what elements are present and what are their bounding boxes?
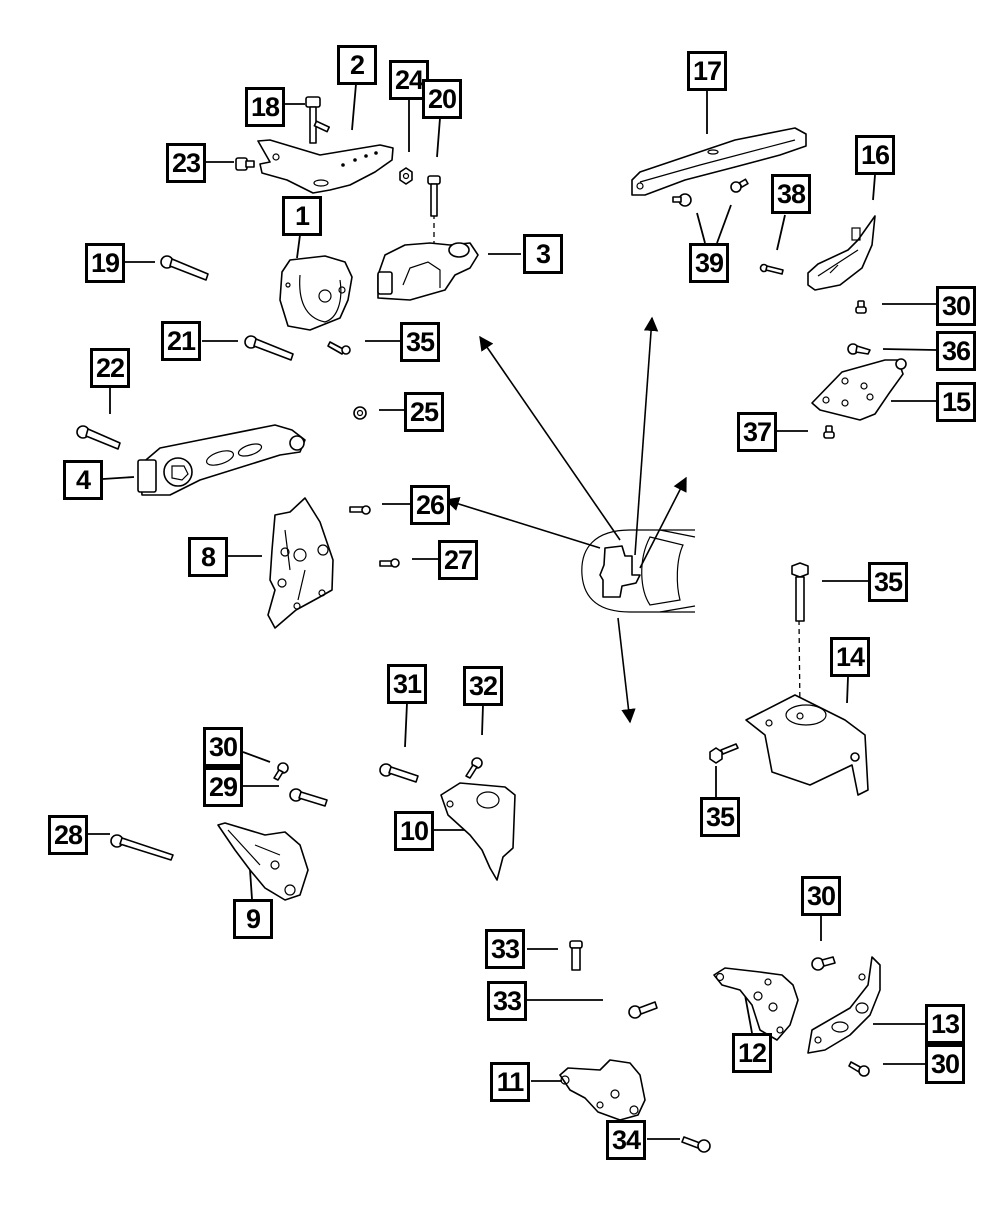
callout-part-1[interactable]: 1 bbox=[282, 196, 322, 236]
part-38-bolt bbox=[759, 263, 784, 275]
callout-part-3[interactable]: 3 bbox=[523, 234, 563, 274]
leader-lines bbox=[88, 83, 937, 1140]
part-34-bolt bbox=[681, 1136, 711, 1153]
part-32-bolt bbox=[465, 757, 483, 779]
callout-part-28[interactable]: 28 bbox=[48, 815, 88, 855]
callout-part-33-lower[interactable]: 33 bbox=[487, 981, 527, 1021]
part-1-engine-mount bbox=[279, 255, 353, 331]
callout-part-37[interactable]: 37 bbox=[737, 412, 777, 452]
callout-part-29[interactable]: 29 bbox=[203, 767, 243, 807]
callout-part-15[interactable]: 15 bbox=[936, 382, 976, 422]
callout-part-19[interactable]: 19 bbox=[85, 243, 125, 283]
callout-part-20[interactable]: 20 bbox=[422, 79, 462, 119]
callout-part-30-lower-top[interactable]: 30 bbox=[801, 876, 841, 916]
part-22-bolt bbox=[76, 425, 121, 450]
part-35-long-bolt bbox=[791, 562, 809, 622]
callout-part-36[interactable]: 36 bbox=[936, 331, 976, 371]
part-4-torque-strut bbox=[137, 424, 306, 496]
part-30-bolt bbox=[855, 300, 867, 314]
part-26-bolt bbox=[349, 505, 371, 515]
locator-arrows bbox=[444, 316, 687, 724]
part-36-bolt bbox=[847, 343, 871, 355]
part-20-bolt bbox=[427, 175, 441, 217]
callout-part-12[interactable]: 12 bbox=[732, 1033, 772, 1073]
callout-part-2[interactable]: 2 bbox=[337, 45, 377, 85]
callout-part-39[interactable]: 39 bbox=[689, 243, 729, 283]
callout-part-30-lower-bottom[interactable]: 30 bbox=[925, 1044, 965, 1084]
callout-part-10[interactable]: 10 bbox=[394, 811, 434, 851]
part-35-bolt bbox=[327, 341, 351, 355]
callout-part-33-upper[interactable]: 33 bbox=[485, 929, 525, 969]
part-13-plate bbox=[807, 956, 881, 1054]
callout-part-14[interactable]: 14 bbox=[830, 637, 870, 677]
callout-part-35-right[interactable]: 35 bbox=[868, 562, 908, 602]
part-9-bracket bbox=[217, 822, 309, 901]
part-39-bolts bbox=[672, 178, 749, 207]
callout-part-32[interactable]: 32 bbox=[463, 666, 503, 706]
vehicle-locator-icon bbox=[581, 529, 696, 613]
part-28-bolt bbox=[110, 834, 174, 861]
part-2-bracket bbox=[257, 139, 394, 194]
callout-part-13[interactable]: 13 bbox=[925, 1004, 965, 1044]
part-18-stud bbox=[313, 120, 330, 133]
callout-part-18[interactable]: 18 bbox=[245, 87, 285, 127]
callout-part-30[interactable]: 30 bbox=[936, 286, 976, 326]
part-18-bolt bbox=[305, 96, 321, 144]
callout-part-25[interactable]: 25 bbox=[404, 392, 444, 432]
callout-part-11[interactable]: 11 bbox=[490, 1062, 530, 1102]
part-14-mount bbox=[745, 694, 869, 796]
part-23-bolt bbox=[235, 157, 255, 171]
part-21-bolt bbox=[244, 335, 294, 361]
part-30-bolt-lower-a bbox=[811, 956, 836, 971]
part-33-bolt-lower bbox=[628, 1001, 658, 1019]
part-29-bolt bbox=[289, 788, 328, 807]
part-30-bolt-lower-b bbox=[848, 1061, 870, 1077]
callout-part-17[interactable]: 17 bbox=[687, 51, 727, 91]
part-24-nut bbox=[399, 167, 413, 185]
callout-part-23[interactable]: 23 bbox=[166, 143, 206, 183]
part-27-bolt bbox=[379, 558, 400, 568]
part-15-plate bbox=[811, 358, 907, 421]
callout-part-27[interactable]: 27 bbox=[438, 540, 478, 580]
callout-part-22[interactable]: 22 bbox=[90, 348, 130, 388]
callout-part-30-left[interactable]: 30 bbox=[203, 727, 243, 767]
part-3-engine-mount bbox=[377, 242, 479, 301]
part-17-crossmember bbox=[631, 127, 807, 196]
part-30-bolt-left bbox=[273, 762, 289, 781]
part-33-bolt-upper bbox=[569, 940, 583, 971]
part-11-mount bbox=[559, 1059, 646, 1121]
part-19-bolt bbox=[160, 255, 209, 281]
callout-part-16[interactable]: 16 bbox=[855, 135, 895, 175]
part-8-bracket bbox=[267, 497, 334, 629]
part-25-nut bbox=[353, 406, 367, 420]
part-31-bolt bbox=[379, 763, 419, 783]
callout-part-9[interactable]: 9 bbox=[233, 899, 273, 939]
callout-part-35-lower[interactable]: 35 bbox=[700, 797, 740, 837]
callout-part-38[interactable]: 38 bbox=[771, 174, 811, 214]
callout-part-35[interactable]: 35 bbox=[400, 322, 440, 362]
part-10-bracket bbox=[440, 782, 516, 881]
part-35-bolt-lower bbox=[709, 743, 739, 764]
callout-part-8[interactable]: 8 bbox=[188, 537, 228, 577]
callout-part-4[interactable]: 4 bbox=[63, 460, 103, 500]
callout-part-31[interactable]: 31 bbox=[387, 664, 427, 704]
callout-part-26[interactable]: 26 bbox=[410, 485, 450, 525]
callout-part-34[interactable]: 34 bbox=[606, 1120, 646, 1160]
part-12-bracket bbox=[713, 967, 799, 1041]
callout-part-21[interactable]: 21 bbox=[161, 321, 201, 361]
part-16-bracket bbox=[807, 215, 876, 291]
part-37-bolt bbox=[823, 425, 835, 439]
